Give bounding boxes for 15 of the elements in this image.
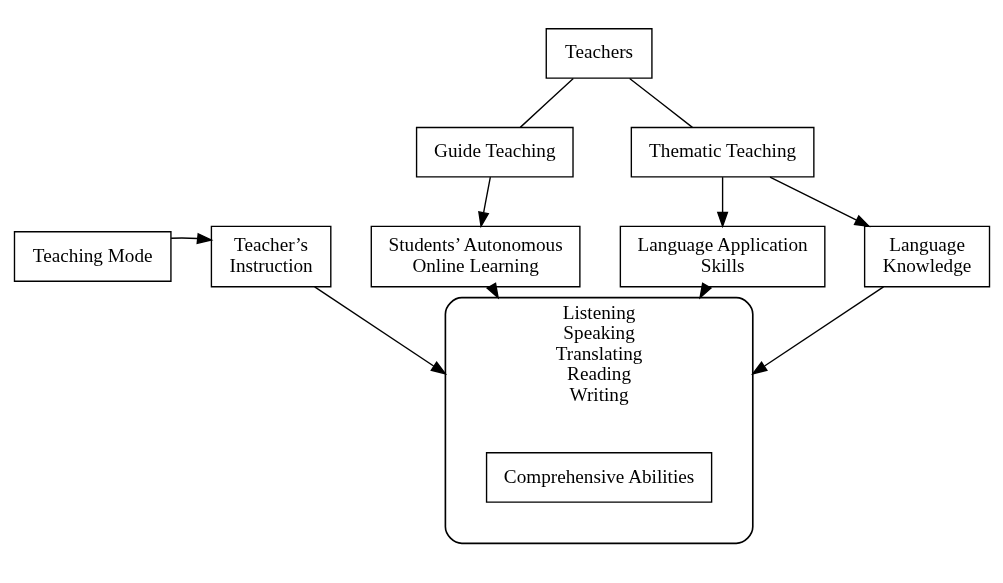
node-box: Comprehensive Abilities	[485, 452, 712, 503]
arrow	[169, 232, 213, 245]
arrow	[313, 286, 447, 375]
connector	[519, 77, 574, 129]
arrow	[768, 176, 871, 228]
arrow	[750, 286, 884, 375]
node-box: Thematic Teaching	[630, 126, 815, 178]
arrow	[716, 176, 728, 229]
node-box: Teaching Mode	[13, 231, 172, 282]
arrow	[477, 176, 491, 229]
node-box: Teacher’s Instruction	[210, 225, 331, 288]
node-box: Language Knowledge	[863, 225, 990, 288]
node-box: Guide Teaching	[415, 126, 574, 178]
connector	[628, 77, 693, 129]
node-box: Teachers	[545, 28, 653, 79]
